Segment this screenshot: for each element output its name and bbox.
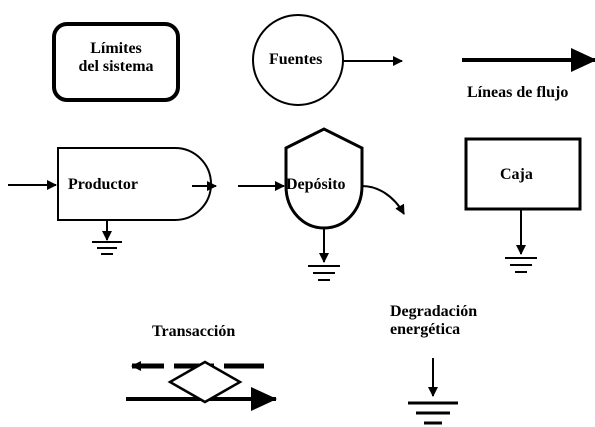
energy-sink-ground-icon: [408, 358, 458, 425]
system-limits-shape: [52, 22, 180, 102]
storage-label: Depósito: [286, 176, 346, 193]
producer-label: Productor: [68, 176, 138, 193]
producer-ground-icon: [92, 220, 122, 255]
system-limits-label-line2: del sistema: [78, 58, 154, 76]
box-ground-icon: [505, 209, 537, 273]
system-limits-label-line1: Límites: [90, 40, 142, 57]
energy-sink-label: Degradación energética: [390, 303, 477, 340]
box-shape: [464, 137, 582, 211]
transaction-symbol: [126, 360, 277, 411]
energy-sink-label-line2: energética: [390, 321, 461, 339]
storage-shape: [284, 127, 364, 230]
system-limits-label: Límites del sistema: [54, 40, 178, 77]
flow-lines-label: Líneas de flujo: [467, 84, 569, 101]
box-label: Caja: [500, 166, 533, 183]
energy-sink-label-line1: Degradación: [390, 303, 478, 320]
storage-ground-icon: [308, 228, 340, 281]
storage-output-arrow: [361, 185, 405, 215]
transaction-label: Transacción: [152, 323, 236, 340]
source-label: Fuentes: [269, 51, 323, 68]
